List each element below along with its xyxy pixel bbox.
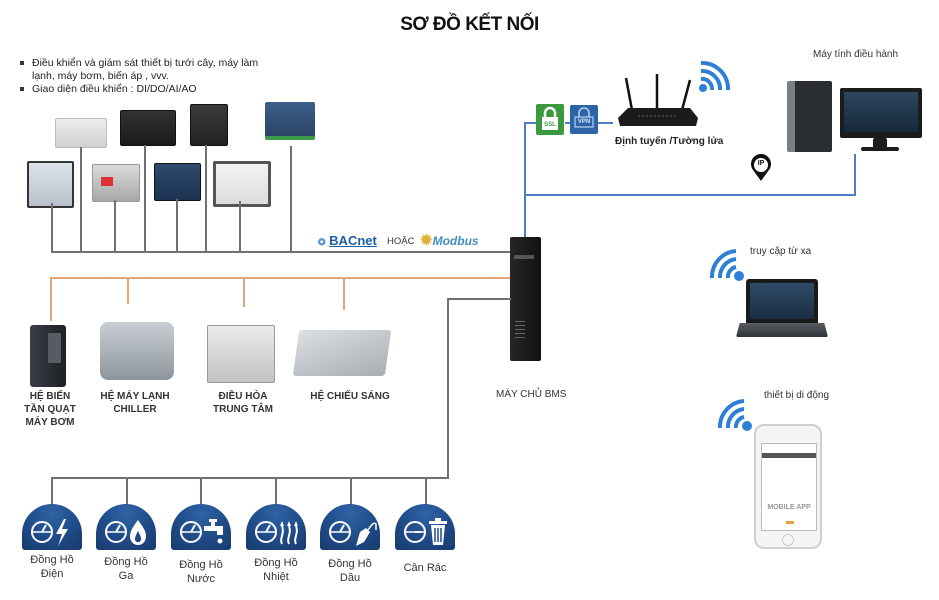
operator-pc-label: Máy tính điều hành: [813, 49, 899, 60]
controller-device: [154, 163, 201, 201]
meter-waste: [395, 504, 455, 550]
mobile-phone: MOBILE APP: [754, 424, 822, 549]
controller-device: [120, 110, 176, 146]
bms-server-label: MÁY CHỦ BMS: [496, 389, 567, 400]
bullet-line: Giao diện điều khiển : DI/DO/AI/AO: [18, 83, 258, 96]
system-label-chiller: HỆ MÁY LẠNH CHILLER: [100, 391, 170, 415]
ahu-device: [207, 325, 275, 383]
chiller-device: [100, 322, 174, 380]
wifi-icon: [717, 399, 752, 431]
bullet-line: Điều khiển và giám sát thiết bị tưới cây…: [18, 57, 258, 70]
router-label: Định tuyến /Tường lửa: [615, 136, 724, 147]
oil-meter-icon: [329, 521, 377, 546]
system-label-vfd: HỆ BIẾN TẦN QUẠT MÁY BƠM: [24, 391, 76, 428]
gas-meter-icon: [105, 520, 146, 545]
system-label-lighting: HỆ CHIẾU SÁNG: [310, 391, 390, 402]
remote-access-label: truy cập từ xa: [750, 246, 812, 257]
padlock-icon: [542, 106, 558, 130]
system-label-ahu: ĐIỀU HÒA TRUNG TÂM: [213, 391, 273, 415]
modbus-star-icon: ✹: [420, 232, 433, 249]
laptop-base: [736, 323, 828, 337]
vpn-lock-icon: [574, 107, 594, 128]
modbus-logo: ✹Modbus: [420, 232, 479, 249]
meter-heat: [246, 504, 306, 550]
protocol-or-label: HOẶC: [387, 236, 415, 247]
monitor-stand: [873, 138, 887, 148]
mobile-label: thiết bị di động: [764, 390, 830, 401]
pc-monitor: [840, 88, 922, 138]
wifi-icon: [709, 249, 744, 281]
controller-device: [265, 102, 315, 140]
bms-server: [510, 237, 541, 361]
vpn-badge: VPN: [570, 105, 598, 134]
waste-scale-icon: [404, 518, 447, 545]
monitor-base: [861, 147, 899, 151]
ip-pin: IP: [750, 154, 772, 187]
meter-water: [171, 504, 231, 550]
water-meter-icon: [180, 519, 223, 544]
meter-oil: [320, 504, 380, 550]
bacnet-logo: ✪ BACnet: [318, 233, 377, 248]
router-icon: [618, 74, 698, 126]
description-bullets: Điều khiển và giám sát thiết bị tưới cây…: [18, 57, 258, 96]
meter-label-waste: Cân Rác: [403, 562, 447, 574]
mobile-app-text: MOBILE APP: [767, 504, 811, 511]
heat-meter-icon: [255, 521, 298, 545]
meter-electricity: [22, 504, 82, 550]
controller-device: [190, 104, 228, 146]
controller-device: [92, 164, 140, 202]
lighting-controller-device: [292, 330, 392, 376]
meter-gas: [96, 504, 156, 550]
ssl-badge: SSL: [536, 104, 564, 135]
controller-device: [27, 161, 74, 208]
bullet-line-continued: lạnh, máy bơm, biến áp , vvv.: [32, 70, 169, 82]
vfd-device: [30, 325, 66, 387]
wifi-icon: [699, 60, 731, 92]
laptop-screen: [746, 279, 818, 323]
controller-device: [55, 118, 107, 148]
controller-device: [213, 161, 271, 207]
location-pin-icon: [751, 154, 771, 181]
bacnet-icon: ✪: [318, 237, 326, 247]
diagram-title: SƠ ĐỒ KẾT NỐI: [400, 14, 539, 35]
electricity-meter-icon: [31, 519, 68, 546]
pc-tower: [787, 81, 832, 152]
